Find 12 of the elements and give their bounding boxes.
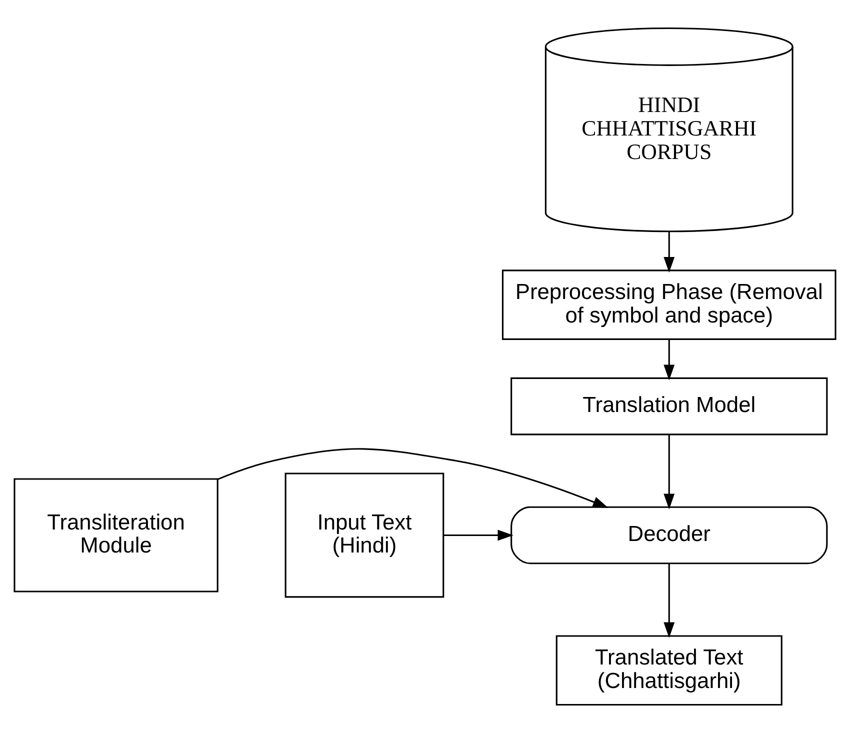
node-box: Preprocessing Phase (Removal of symbol and space) <box>502 269 836 340</box>
node-box: Decoder <box>510 506 828 564</box>
arrow <box>664 434 675 509</box>
arrow <box>444 529 514 540</box>
node-box: Translation Model <box>510 376 828 435</box>
arrow <box>664 339 675 380</box>
node-box: Input Text (Hindi) <box>284 472 444 598</box>
arrow <box>664 563 675 638</box>
arrow <box>664 231 675 272</box>
node-box: Translated Text (Chhattisgarhi) <box>556 634 782 706</box>
node-box: Transliteration Module <box>14 478 218 592</box>
arrow <box>218 448 608 508</box>
